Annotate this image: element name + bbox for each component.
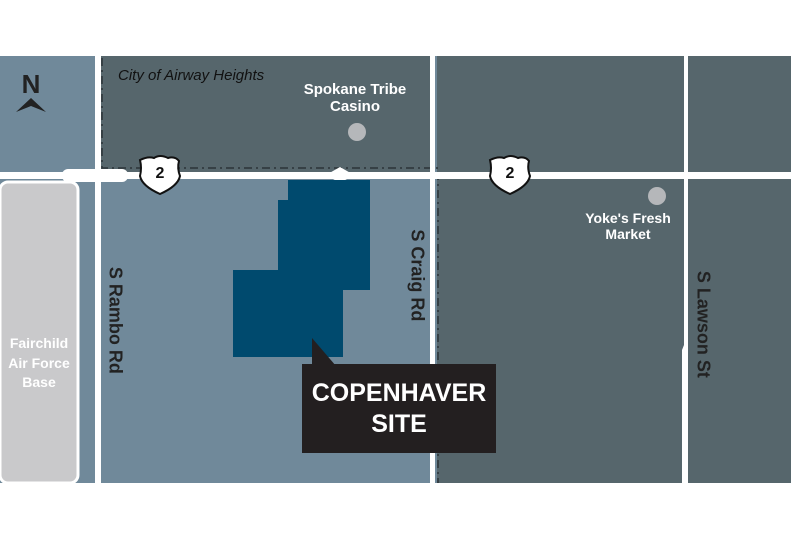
poi-marker-casino bbox=[348, 123, 366, 141]
road-craig bbox=[430, 56, 435, 483]
poi-label-line: Casino bbox=[329, 98, 380, 116]
copenhaver-site-parcel bbox=[233, 180, 370, 357]
road-label-craig: S Craig Rd bbox=[407, 229, 428, 322]
base-label-line: Fairchild bbox=[9, 335, 69, 351]
road-label-lawson: S Lawson St bbox=[693, 270, 714, 378]
highway-ramp bbox=[62, 169, 128, 182]
road-label-rambo: S Rambo Rd bbox=[105, 266, 126, 374]
road-rambo bbox=[95, 56, 101, 483]
north-arrow-icon bbox=[16, 98, 46, 112]
site-label-line: SITE bbox=[371, 410, 427, 439]
poi-marker-yokes bbox=[648, 187, 666, 205]
callout-pointer bbox=[312, 338, 336, 366]
us-highway-shield-icon bbox=[138, 155, 532, 196]
poi-label-yokes: Yoke's Fresh Market bbox=[568, 210, 688, 242]
site-label-line: COPENHAVER bbox=[311, 379, 487, 407]
base-label-line: Air Force bbox=[8, 354, 70, 371]
poi-label-line: Market bbox=[605, 226, 651, 243]
highway-shield-label: 2 bbox=[155, 165, 165, 182]
highway-shield-label: 2 bbox=[505, 165, 515, 182]
city-area bbox=[100, 56, 432, 172]
air-force-base-label: Fairchild Air Force Base bbox=[0, 334, 78, 393]
north-label: N bbox=[21, 69, 41, 99]
road-lawson bbox=[682, 56, 688, 483]
site-callout-label: COPENHAVER SITE bbox=[302, 378, 496, 441]
base-label-line: Base bbox=[22, 374, 56, 391]
callout-box bbox=[302, 364, 496, 453]
poi-label-casino: Spokane Tribe Casino bbox=[290, 81, 420, 116]
highway-2 bbox=[0, 172, 791, 179]
air-force-base-area bbox=[0, 180, 80, 485]
poi-label-line: Yoke's Fresh bbox=[585, 210, 671, 226]
interchange bbox=[326, 167, 354, 183]
city-boundary bbox=[101, 58, 439, 483]
city-label: City of Airway Heights bbox=[118, 67, 265, 84]
poi-label-line: Spokane Tribe bbox=[303, 81, 407, 98]
